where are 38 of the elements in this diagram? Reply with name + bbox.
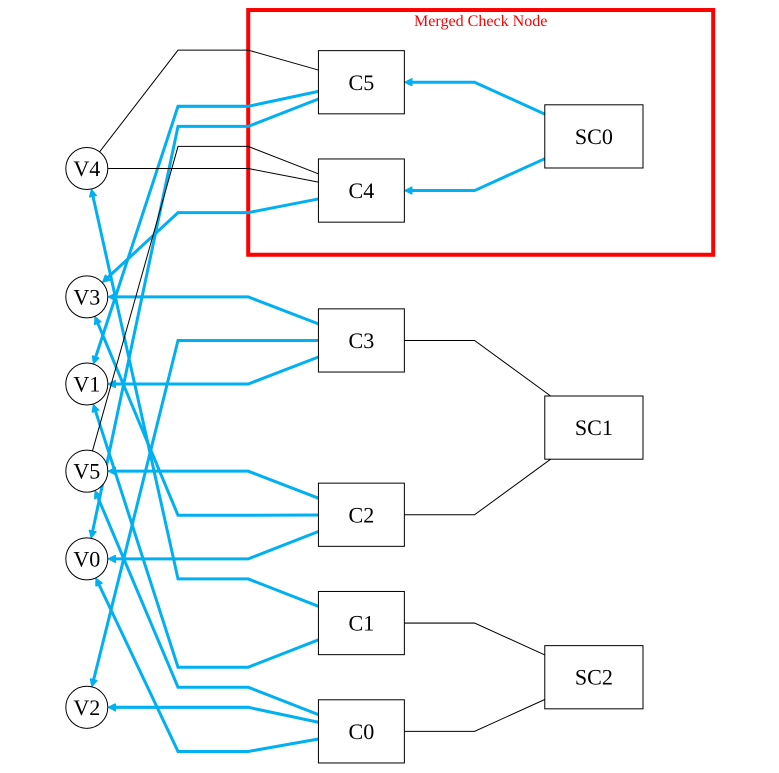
connector bbox=[99, 50, 319, 152]
connector bbox=[404, 340, 551, 396]
node-circle: V1 bbox=[65, 362, 108, 406]
node-box: C5 bbox=[318, 50, 405, 114]
arrow bbox=[107, 356, 319, 388]
node-circle: V4 bbox=[65, 146, 108, 190]
arrow bbox=[88, 188, 319, 608]
node-box: C2 bbox=[318, 482, 405, 547]
arrow bbox=[94, 490, 319, 716]
arrow bbox=[107, 466, 319, 500]
arrow bbox=[404, 78, 546, 116]
node-circle: V0 bbox=[65, 537, 108, 580]
node-box: SC1 bbox=[544, 396, 644, 460]
node-circle: V5 bbox=[65, 450, 108, 493]
arrow bbox=[95, 577, 319, 753]
node-circle: V3 bbox=[65, 275, 108, 318]
arrow bbox=[107, 702, 319, 724]
node-box: C3 bbox=[318, 308, 405, 373]
node-box: C4 bbox=[318, 158, 405, 223]
node-box: SC0 bbox=[544, 104, 644, 168]
arrow bbox=[107, 530, 319, 564]
node-box: C1 bbox=[318, 590, 405, 656]
connector bbox=[404, 622, 545, 656]
arrow bbox=[90, 338, 318, 688]
node-circle: V2 bbox=[65, 686, 108, 729]
arrow bbox=[94, 316, 318, 517]
arrow bbox=[102, 197, 319, 284]
connector bbox=[92, 146, 319, 452]
connector bbox=[404, 458, 551, 516]
node-box: SC2 bbox=[544, 645, 644, 710]
arrow bbox=[404, 157, 546, 195]
node-box: C0 bbox=[318, 699, 405, 764]
arrow bbox=[88, 98, 319, 539]
connector bbox=[404, 699, 545, 732]
arrow bbox=[107, 292, 319, 326]
arrow bbox=[91, 404, 319, 669]
arrow bbox=[92, 90, 319, 364]
connector bbox=[108, 168, 319, 183]
